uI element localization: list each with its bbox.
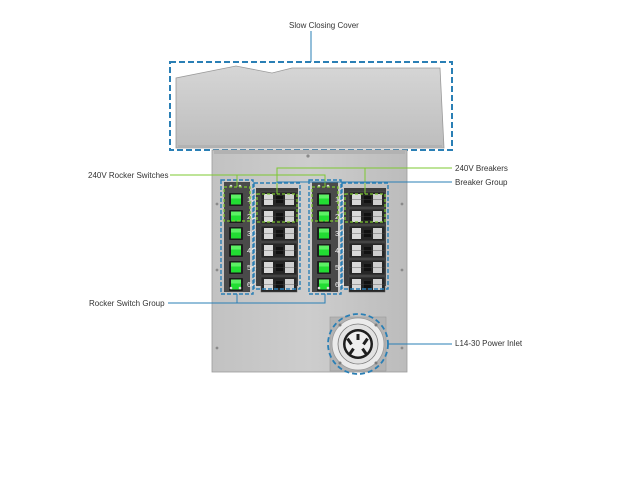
breaker-group-label: Breaker Group [455,178,508,187]
240v-breakers-label: 240V Breakers [455,164,508,173]
panel-screw [215,202,219,206]
panel-screw [400,202,404,206]
rocker-switch[interactable] [317,210,331,223]
left-breakers [260,191,298,293]
circuit-breaker[interactable] [348,242,386,259]
rocker-switch[interactable] [229,261,243,274]
right-module: 1R 2R 3R 4R 5R 6R [312,182,386,293]
circuit-label: 1R [335,195,345,204]
slow-closing-cover-label: Slow Closing Cover [289,21,359,30]
rocker-switch[interactable] [229,244,243,257]
circuit-breaker[interactable] [348,191,386,208]
circuit-breaker[interactable] [348,225,386,242]
circuit-label: 4C [247,246,257,255]
rocker-switch[interactable] [229,193,243,206]
rocker-switch[interactable] [229,210,243,223]
circuit-breaker[interactable] [348,276,386,293]
circuit-label: 4R [335,246,345,255]
circuit-breaker[interactable] [348,259,386,276]
circuit-breaker[interactable] [260,242,298,259]
rocker-switch-group-label: Rocker Switch Group [89,299,165,308]
circuit-label: 1C [247,195,257,204]
circuit-label: 5C [247,263,257,272]
panel-screw [306,154,310,158]
rocker-switch[interactable] [317,261,331,274]
circuit-label: 3R [335,229,345,238]
left-rocker-switches [229,193,243,291]
circuit-breaker[interactable] [260,276,298,293]
circuit-breaker[interactable] [260,191,298,208]
circuit-label: 3C [247,229,257,238]
power-inlet [329,316,387,372]
circuit-label: 6R [335,280,345,289]
right-rocker-switches [317,193,331,291]
rocker-switch[interactable] [229,227,243,240]
right-breakers [348,191,386,293]
circuit-breaker[interactable] [260,225,298,242]
panel-screw [215,346,219,350]
circuit-breaker[interactable] [260,259,298,276]
circuit-label: 2R [335,212,345,221]
breaker-group-box-left [253,182,301,290]
circuit-label: 6C [247,280,257,289]
circuit-breaker[interactable] [348,208,386,225]
240v-rocker-switches-label: 240V Rocker Switches [88,171,169,180]
panel-screw [215,268,219,272]
right-circuit-labels: 1R 2R 3R 4R 5R 6R [335,195,345,289]
circuit-breaker[interactable] [260,208,298,225]
breaker-group-box-right [341,182,389,290]
rocker-switch[interactable] [317,227,331,240]
rocker-switch[interactable] [317,193,331,206]
rocker-switch[interactable] [317,244,331,257]
circuit-label: 5R [335,263,345,272]
panel-screw [400,268,404,272]
left-module: 1C 2C 3C 4C 5C 6C [224,182,298,293]
left-circuit-labels: 1C 2C 3C 4C 5C 6C [247,195,257,289]
circuit-label: 2C [247,212,257,221]
leader-lines [168,31,452,345]
l14-30-power-inlet-label: L14-30 Power Inlet [455,339,523,348]
panel-screw [400,346,404,350]
slow-closing-cover [175,65,445,149]
